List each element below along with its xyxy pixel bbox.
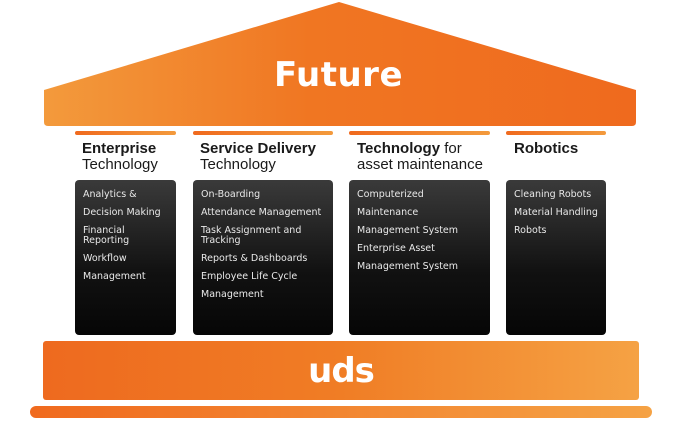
- list-item: Material Handling: [514, 207, 598, 218]
- list-item: Employee Life Cycle: [201, 271, 298, 282]
- column-1-pillar: Analytics & Decision Making Financial Re…: [75, 180, 176, 335]
- column-4-heading: Robotics: [514, 141, 578, 157]
- list-item: Analytics &: [83, 189, 137, 200]
- column-4-list: Cleaning Robots Material Handling Robots: [514, 190, 598, 236]
- column-1-list: Analytics & Decision Making Financial Re…: [83, 190, 168, 282]
- column-4-pillar: Cleaning Robots Material Handling Robots: [506, 180, 606, 335]
- roof-title: Future: [273, 55, 404, 95]
- ground-step: [30, 406, 652, 418]
- column-2-list: On-Boarding Attendance Management Task A…: [201, 190, 325, 300]
- list-item: Workflow: [83, 253, 127, 264]
- list-item: Financial Reporting: [83, 225, 130, 246]
- column-3-pillar: Computerized Maintenance Management Syst…: [349, 180, 490, 335]
- list-item: Attendance Management: [201, 207, 322, 218]
- list-item: On-Boarding: [201, 189, 261, 200]
- list-item: Management: [83, 271, 146, 282]
- list-item: Enterprise Asset: [357, 243, 435, 254]
- column-2-pillar: On-Boarding Attendance Management Task A…: [193, 180, 333, 335]
- column-1-subtitle: Technology: [82, 156, 158, 173]
- uds-logo: uds: [308, 351, 375, 391]
- column-3-title: Technology: [357, 140, 441, 157]
- column-1-top-bar: [75, 131, 176, 135]
- list-item: Management: [201, 289, 264, 300]
- column-4-title: Robotics: [514, 140, 579, 157]
- list-item: Maintenance: [357, 207, 419, 218]
- column-3-title-rest: for: [440, 140, 462, 157]
- list-item: Computerized: [357, 189, 424, 200]
- column-2-top-bar: [193, 131, 333, 135]
- roof: [44, 2, 636, 126]
- list-item: Reports & Dashboards: [201, 253, 308, 264]
- foundation-base: uds: [43, 341, 639, 400]
- column-4-top-bar: [506, 131, 606, 135]
- list-item: Cleaning Robots: [514, 189, 592, 200]
- column-1-title: Enterprise: [82, 140, 157, 157]
- column-1-heading: Enterprise Technology: [82, 141, 158, 173]
- list-item: Management System: [357, 225, 459, 236]
- column-3-heading: Technology for asset maintenance: [357, 141, 483, 173]
- column-2-heading: Service Delivery Technology: [200, 141, 316, 173]
- column-3-subtitle: asset maintenance: [357, 156, 483, 173]
- column-2-subtitle: Technology: [200, 156, 276, 173]
- list-item: Robots: [514, 225, 547, 236]
- column-3-top-bar: [349, 131, 490, 135]
- list-item: Decision Making: [83, 207, 161, 218]
- column-3-list: Computerized Maintenance Management Syst…: [357, 190, 482, 272]
- column-2-title: Service Delivery: [200, 140, 316, 157]
- list-item: Management System: [357, 261, 459, 272]
- list-item: Task Assignment and Tracking: [201, 225, 302, 246]
